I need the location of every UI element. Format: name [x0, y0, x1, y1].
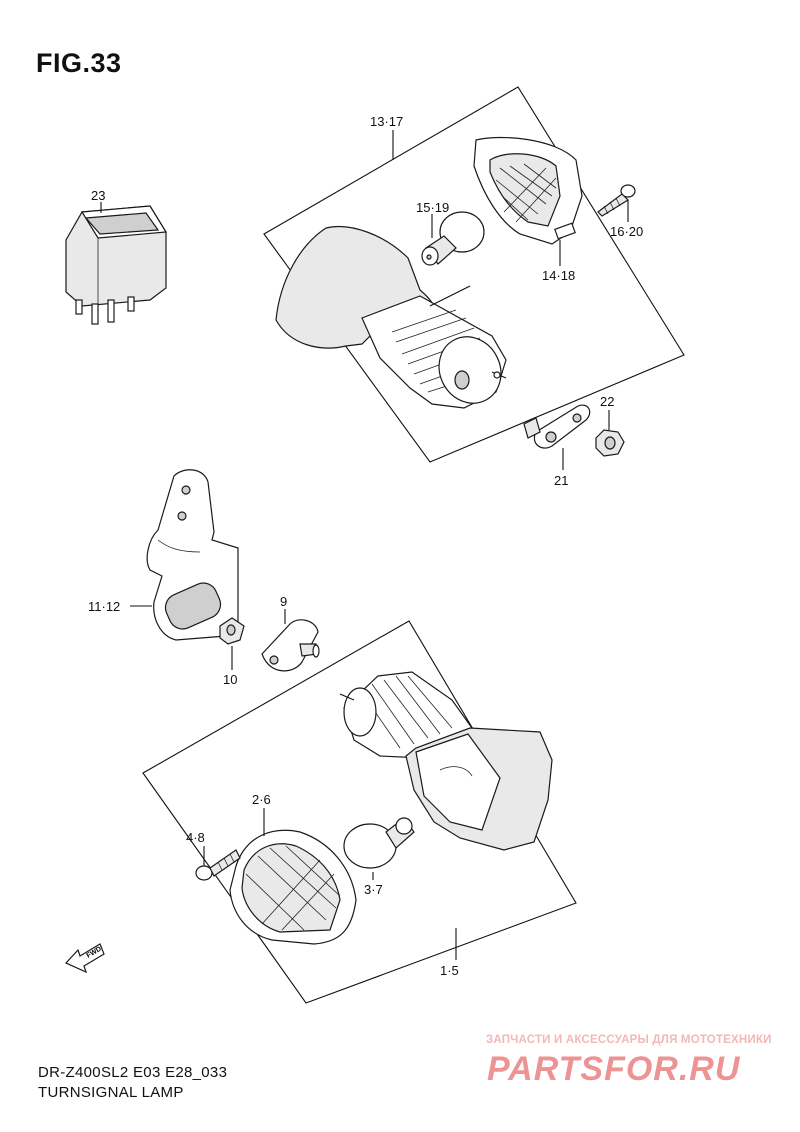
flange-nut-22[interactable]	[595, 429, 625, 457]
callout-4-8: 4·8	[186, 830, 205, 845]
upper-assembly-frame	[263, 86, 685, 463]
bulb-lower[interactable]	[343, 817, 415, 869]
turn-signal-housing-lower[interactable]	[339, 671, 553, 851]
watermark-logo: PARTSFOR.RU	[487, 1050, 741, 1088]
nut-10[interactable]	[219, 617, 245, 645]
bulb-upper[interactable]	[421, 211, 485, 266]
callout-13-17: 13·17	[370, 114, 403, 129]
watermark-brand: PARTSFOR.RU	[487, 1050, 741, 1088]
turn-signal-bracket[interactable]	[146, 469, 239, 641]
callout-3-7: 3·7	[364, 882, 383, 897]
mounting-plate-21[interactable]	[523, 404, 591, 449]
callout-15-19: 15·19	[416, 200, 449, 215]
callout-22: 22	[600, 394, 614, 409]
callout-2-6: 2·6	[252, 792, 271, 807]
forward-direction-arrow: FWD	[64, 943, 105, 974]
model-code: DR-Z400SL2 E03 E28_033	[38, 1064, 228, 1081]
turn-signal-lens-upper[interactable]	[473, 136, 583, 245]
turn-signal-lens-lower[interactable]	[229, 829, 357, 945]
turn-signal-housing-upper[interactable]	[275, 226, 512, 415]
callout-16-20: 16·20	[610, 224, 643, 239]
figure-title: FIG.33	[36, 48, 122, 78]
rubber-plate-9[interactable]	[261, 619, 320, 672]
callout-14-18: 14·18	[542, 268, 575, 283]
section-name: TURNSIGNAL LAMP	[38, 1084, 184, 1101]
callout-10: 10	[223, 672, 237, 687]
callout-23: 23	[91, 188, 105, 203]
lens-screw-upper[interactable]	[597, 184, 636, 217]
relay-part[interactable]	[65, 205, 168, 325]
callout-21: 21	[554, 473, 568, 488]
watermark-tagline: ЗАПЧАСТИ И АКСЕССУАРЫ ДЛЯ МОТОТЕХНИКИ	[486, 1034, 772, 1046]
callout-1-5: 1·5	[440, 963, 459, 978]
callout-11-12: 11·12	[88, 599, 120, 614]
callout-9: 9	[280, 594, 287, 609]
